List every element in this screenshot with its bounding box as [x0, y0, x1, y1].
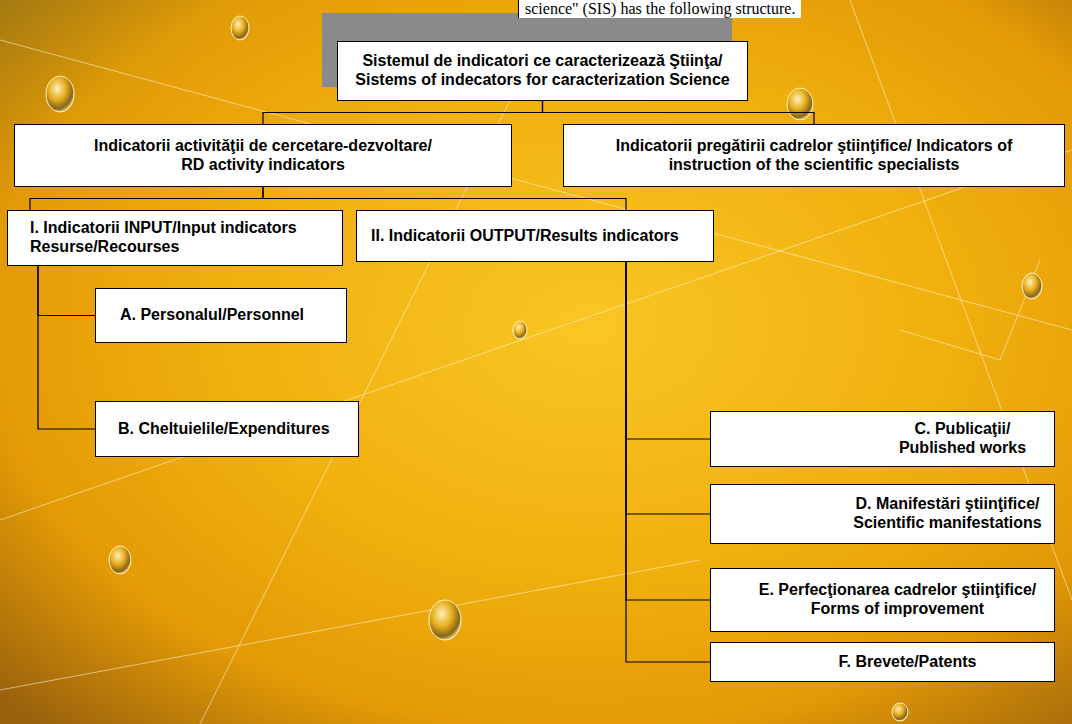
- indicator-box: A. Personalul/Personnel: [95, 288, 347, 343]
- photo-shade: [552, 364, 1072, 724]
- connector-line: [626, 262, 710, 662]
- indicator-box: C. Publicaţii/ Published works: [710, 411, 1055, 467]
- connector-line: [626, 262, 710, 439]
- indicator-box: E. Perfecţionarea cadrelor ştiinţifice/ …: [710, 568, 1055, 632]
- indicator-box: Indicatorii activităţii de cercetare-dez…: [14, 124, 512, 187]
- connector-line: [38, 266, 95, 429]
- connector-line: [626, 262, 710, 514]
- box-content: Indicatorii activităţii de cercetare-dez…: [88, 137, 438, 174]
- indicator-box: B. Cheltuielile/Expenditures: [95, 401, 359, 457]
- box-content: C. Publicaţii/ Published works: [881, 420, 1044, 457]
- box-text: I. Indicatorii INPUT/Input indicators Re…: [30, 219, 332, 256]
- indicator-box: D. Manifestări ştiinţifice/ Scientific m…: [710, 484, 1055, 544]
- indicator-box: Indicatorii pregătirii cadrelor ştiinţif…: [563, 124, 1065, 187]
- connector-line: [543, 101, 815, 124]
- connector-line: [263, 101, 543, 124]
- box-content: Sistemul de indicatori ce caracterizează…: [350, 52, 735, 89]
- box-content: D. Manifestări ştiinţifice/ Scientific m…: [851, 495, 1044, 532]
- box-content: Indicatorii pregătirii cadrelor ştiinţif…: [574, 137, 1054, 174]
- box-text: E. Perfecţionarea cadrelor ştiinţifice/ …: [751, 581, 1044, 618]
- indicator-box: F. Brevete/Patents: [710, 642, 1055, 682]
- indicator-box: I. Indicatorii INPUT/Input indicators Re…: [7, 210, 343, 266]
- box-text: B. Cheltuielile/Expenditures: [118, 420, 350, 439]
- box-content: F. Brevete/Patents: [839, 653, 977, 672]
- connector-line: [38, 266, 95, 316]
- box-content: II. Indicatorii OUTPUT/Results indicator…: [371, 227, 703, 246]
- connector-line: [30, 187, 263, 210]
- box-text: F. Brevete/Patents: [839, 653, 977, 672]
- box-text: A. Personalul/Personnel: [120, 306, 338, 325]
- connector-line: [626, 262, 710, 600]
- connector-line: [263, 187, 626, 210]
- box-text: Indicatorii activităţii de cercetare-dez…: [88, 137, 438, 174]
- box-text: Sistemul de indicatori ce caracterizează…: [350, 52, 735, 89]
- caption-fragment: science" (SIS) has the following structu…: [518, 0, 801, 18]
- indicator-box: II. Indicatorii OUTPUT/Results indicator…: [356, 210, 714, 262]
- box-text: II. Indicatorii OUTPUT/Results indicator…: [371, 227, 703, 246]
- box-content: I. Indicatorii INPUT/Input indicators Re…: [30, 219, 332, 256]
- box-text: C. Publicaţii/ Published works: [881, 420, 1044, 457]
- indicator-box: Sistemul de indicatori ce caracterizează…: [337, 41, 748, 101]
- box-content: E. Perfecţionarea cadrelor ştiinţifice/ …: [751, 581, 1044, 618]
- box-content: B. Cheltuielile/Expenditures: [118, 420, 350, 439]
- box-content: A. Personalul/Personnel: [120, 306, 338, 325]
- box-text: D. Manifestări ştiinţifice/ Scientific m…: [851, 495, 1044, 532]
- box-text: Indicatorii pregătirii cadrelor ştiinţif…: [574, 137, 1054, 174]
